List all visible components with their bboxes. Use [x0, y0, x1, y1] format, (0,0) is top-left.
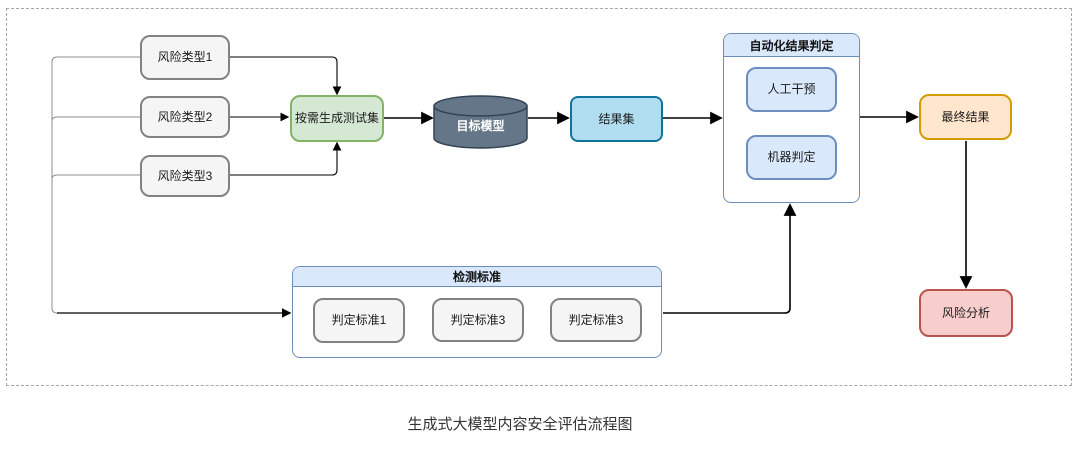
node-judge-standard-1: 判定标准1: [313, 298, 405, 343]
node-risk-type-1: 风险类型1: [140, 35, 230, 80]
diagram-dashed-frame: [6, 8, 1072, 386]
group-auto-judgement-title: 自动化结果判定: [724, 34, 859, 57]
node-generate-test-set: 按需生成测试集: [290, 95, 384, 142]
node-manual-intervention: 人工干预: [746, 67, 837, 112]
diagram-caption: 生成式大模型内容安全评估流程图: [407, 416, 633, 433]
group-detection-standards-title: 检测标准: [293, 267, 661, 287]
node-final-result: 最终结果: [919, 94, 1012, 140]
node-risk-type-2: 风险类型2: [140, 96, 230, 138]
node-risk-analysis: 风险分析: [919, 289, 1013, 337]
node-risk-type-3: 风险类型3: [140, 155, 230, 197]
node-machine-judgement: 机器判定: [746, 135, 837, 180]
node-target-model-label: 目标模型: [456, 118, 505, 133]
node-result-set: 结果集: [570, 96, 663, 142]
node-judge-standard-3: 判定标准3: [550, 298, 642, 342]
node-judge-standard-2: 判定标准3: [432, 298, 524, 342]
